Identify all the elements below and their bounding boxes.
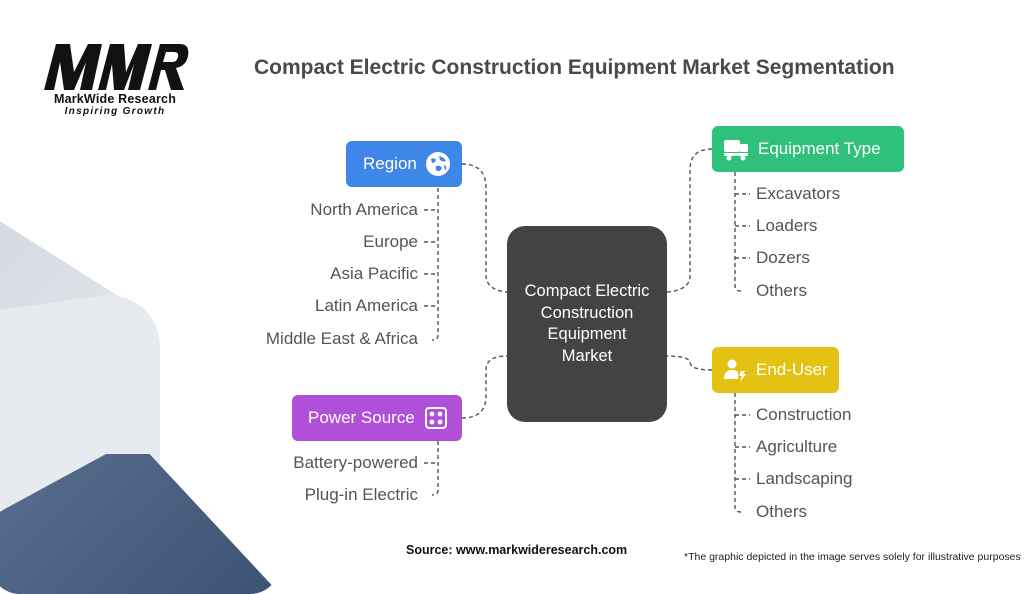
globe-icon (425, 151, 451, 177)
segment-power-source: Power Source (292, 395, 462, 441)
connector-equipment-items (734, 172, 742, 292)
battery-icon (423, 405, 449, 431)
region-item: Asia Pacific (330, 264, 418, 283)
equipment-type-item: Loaders (756, 216, 818, 235)
connector-equipment (666, 148, 713, 293)
connector-power (461, 355, 508, 419)
connector-region-items (431, 188, 439, 341)
source-citation: Source: www.markwideresearch.com (406, 543, 628, 557)
region-item: Europe (363, 232, 418, 251)
segment-region-label: Region (363, 154, 417, 173)
truck-icon (722, 136, 750, 162)
connector-power-items (431, 441, 439, 496)
user-icon (722, 357, 748, 383)
brand-logo: MarkWide Research Inspiring Growth (36, 38, 194, 122)
end-user-item: Others (756, 502, 808, 521)
equipment-type-item: Others (756, 281, 808, 300)
segment-equipment-type: Equipment Type (712, 126, 904, 172)
power-source-item: Battery-powered (293, 453, 418, 472)
end-user-item: Landscaping (756, 469, 853, 488)
equipment-type-item: Dozers (756, 248, 810, 267)
end-user-item: Agriculture (756, 437, 838, 456)
center-node: Compact Electric Construction Equipment … (507, 226, 667, 422)
connector-lines (424, 148, 750, 513)
disclaimer-note: *The graphic depicted in the image serve… (684, 551, 1021, 563)
segment-power-source-label: Power Source (308, 408, 415, 427)
center-label: Compact Electric Construction Equipment … (524, 282, 650, 365)
end-user-item: Construction (756, 405, 852, 424)
segment-region: Region (346, 141, 462, 187)
logo-name: MarkWide Research (53, 92, 177, 106)
region-item: Latin America (315, 296, 418, 315)
connector-end-user-items (734, 393, 742, 513)
logo-mark-icon (44, 44, 189, 90)
segment-end-user: End-User (712, 347, 839, 393)
connector-region (461, 163, 508, 293)
region-item: Middle East & Africa (265, 329, 418, 348)
power-source-item: Plug-in Electric (304, 485, 418, 504)
segment-end-user-label: End-User (756, 360, 828, 379)
region-item: North America (310, 200, 418, 219)
segment-equipment-type-label: Equipment Type (758, 139, 881, 158)
connector-end-user (666, 355, 713, 371)
page-title: Compact Electric Construction Equipment … (254, 56, 895, 79)
equipment-type-item: Excavators (756, 184, 841, 203)
logo-tagline: Inspiring Growth (64, 106, 166, 117)
